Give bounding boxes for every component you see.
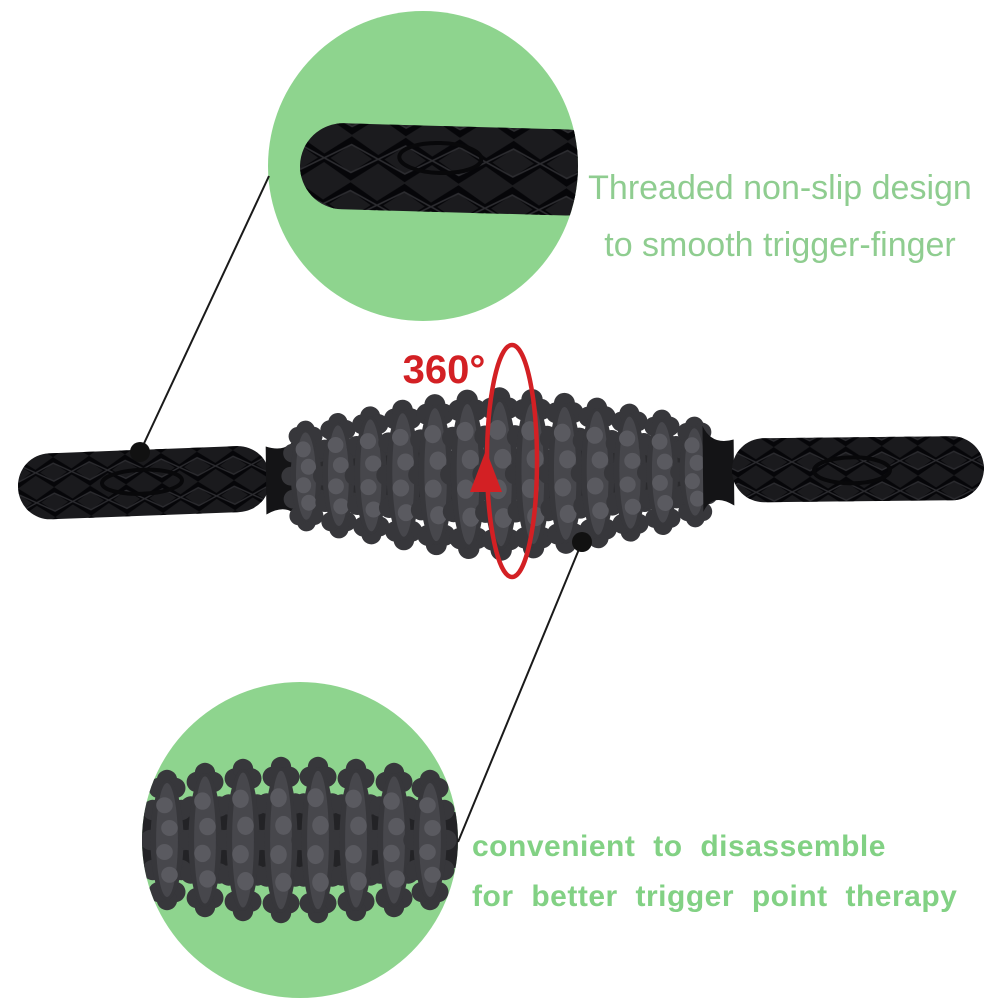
- right-handle: [731, 436, 984, 503]
- caption-top: Threaded non-slip design to smooth trigg…: [570, 160, 990, 274]
- rotation-label: 360°: [402, 348, 486, 392]
- rotation-arrow-icon: [470, 450, 502, 492]
- caption-top-line1: Threaded non-slip design: [588, 169, 972, 207]
- handle-emblem: [100, 467, 184, 496]
- callout-dot-top: [130, 442, 150, 462]
- roller-detail: [142, 756, 458, 924]
- handle-emblem: [397, 140, 484, 176]
- callout-line-top: [139, 175, 270, 453]
- caption-bottom-line1: convenient to disassemble: [472, 830, 886, 863]
- caption-bottom: convenient to disassemble for better tri…: [472, 822, 957, 922]
- handle-emblem: [811, 455, 892, 486]
- callout-line-bottom: [457, 541, 583, 843]
- callout-dot-bottom: [572, 532, 592, 552]
- massage-stick: [18, 387, 984, 561]
- handle-texture-detail: [300, 123, 578, 216]
- roller-section: [281, 387, 720, 561]
- left-handle: [18, 446, 271, 520]
- caption-bottom-line2: for better trigger point therapy: [472, 880, 958, 913]
- caption-top-line2: to smooth trigger-finger: [604, 226, 956, 264]
- right-flare: [702, 425, 735, 512]
